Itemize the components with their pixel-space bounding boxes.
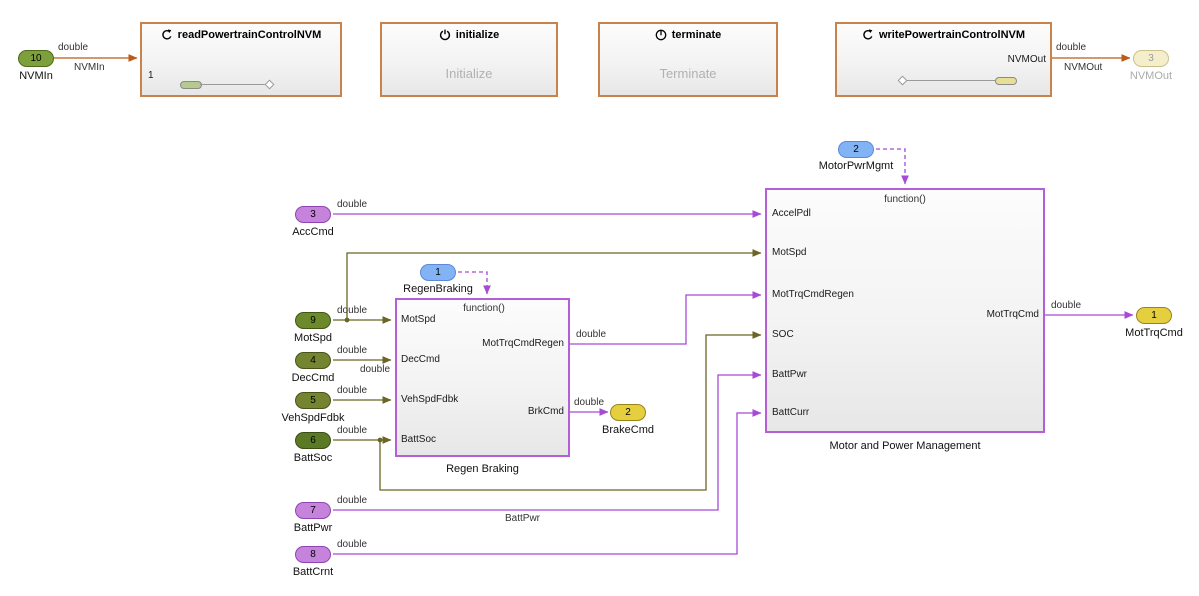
block-read-title: readPowertrainControlNVM — [177, 29, 322, 41]
regen-output-brkcmd: BrkCmd — [527, 406, 564, 417]
regen-input-battsoc: BattSoc — [401, 434, 437, 445]
motor-input-motspd: MotSpd — [772, 247, 807, 258]
inport-acccmd-number: 3 — [310, 209, 316, 220]
inport-battcrnt-label: BattCrnt — [292, 566, 334, 578]
nvmout-signal-label: NVMOut — [1064, 62, 1103, 73]
outport-brakecmd[interactable]: 2 — [610, 404, 646, 421]
block-initialize[interactable]: initialize Initialize — [380, 22, 558, 97]
power-icon — [439, 29, 451, 41]
regen-block-name: Regen Braking — [446, 463, 519, 475]
inport-battsoc-number: 6 — [310, 435, 316, 446]
block-regen-braking[interactable] — [395, 298, 570, 457]
motor-block-name: Motor and Power Management — [829, 440, 981, 452]
motor-output-mottrqcmd: MotTrqCmd — [986, 309, 1039, 320]
outport-nvmout-number: 3 — [1148, 53, 1154, 64]
slider-knob — [995, 77, 1017, 85]
battpwr-datatype-label: double — [337, 495, 368, 506]
inport-vehspdfdbk-number: 5 — [310, 395, 316, 406]
slider-track — [200, 84, 272, 85]
outport-mottrqcmd[interactable]: 1 — [1136, 307, 1172, 324]
branch-dot-motspd — [344, 317, 350, 323]
block-terminate-title: terminate — [671, 29, 722, 41]
inport-nvmin-label: NVMIn — [19, 70, 53, 82]
block-initialize-title: initialize — [455, 29, 500, 41]
block-write-title: writePowertrainControlNVM — [878, 29, 1026, 41]
branch-dot-battsoc — [377, 437, 383, 443]
battcrnt-datatype-label: double — [337, 539, 368, 550]
mottrqcmdregen-datatype-label: double — [576, 329, 607, 340]
block-terminate-body: Terminate — [659, 66, 717, 81]
vehspdfdbk-datatype-label: double — [337, 385, 368, 396]
regen-output-mottrqcmdregen: MotTrqCmdRegen — [482, 338, 564, 349]
nvmin-datatype-label: double — [58, 42, 89, 53]
battpwr-signal-label: BattPwr — [505, 513, 541, 524]
inport-deccmd-label: DecCmd — [291, 372, 335, 384]
outport-nvmout-label: NVMOut — [1129, 70, 1173, 82]
regen-input-vehspdfdbk: VehSpdFdbk — [401, 394, 459, 405]
slider-diamond — [264, 79, 275, 90]
block-initialize-body: Initialize — [445, 66, 493, 81]
inport-vehspdfdbk[interactable]: 5 — [295, 392, 331, 409]
inport-motspd-number: 9 — [310, 315, 316, 326]
brkcmd-datatype-label: double — [574, 397, 605, 408]
motor-input-mottrqcmdregen: MotTrqCmdRegen — [772, 289, 854, 300]
inport-battcrnt[interactable]: 8 — [295, 546, 331, 563]
slider-track — [907, 80, 997, 81]
mottrqcmd-datatype-label: double — [1051, 300, 1082, 311]
refresh-icon — [161, 29, 173, 41]
block-read-powertrain-nvm[interactable]: readPowertrainControlNVM 1 — [140, 22, 342, 97]
inport-battcrnt-number: 8 — [310, 549, 316, 560]
inport-vehspdfdbk-label: VehSpdFdbk — [281, 412, 345, 424]
inport-deccmd-number: 4 — [310, 355, 316, 366]
motspd-datatype-label: double — [337, 305, 368, 316]
inport-battsoc-label: BattSoc — [293, 452, 333, 464]
regen-input-motspd: MotSpd — [401, 314, 436, 325]
block-motor-power-management[interactable] — [765, 188, 1045, 433]
nvmout-datatype-label: double — [1056, 42, 1087, 53]
block-read-inport-label: 1 — [148, 70, 154, 81]
inport-acccmd[interactable]: 3 — [295, 206, 331, 223]
inport-regenbraking-label: RegenBraking — [403, 283, 473, 295]
inport-acccmd-label: AccCmd — [292, 226, 334, 238]
inport-deccmd[interactable]: 4 — [295, 352, 331, 369]
inport-regenbraking[interactable]: 1 — [420, 264, 456, 281]
regen-input-deccmd: DecCmd — [401, 354, 440, 365]
block-terminate[interactable]: terminate Terminate — [598, 22, 778, 97]
terminate-icon — [655, 29, 667, 41]
motor-input-accelpdl: AccelPdl — [772, 208, 811, 219]
deccmd-datatype-label-2: double — [360, 364, 391, 375]
block-write-outport-label: NVMOut — [1007, 54, 1046, 65]
nvmin-signal-label: NVMIn — [74, 62, 105, 73]
inport-battpwr-label: BattPwr — [293, 522, 333, 534]
outport-nvmout[interactable]: 3 — [1133, 50, 1169, 67]
inport-motspd-label: MotSpd — [294, 332, 332, 344]
acccmd-datatype-label: double — [337, 199, 368, 210]
inport-motorpwrmgmt-number: 2 — [853, 144, 859, 155]
outport-mottrqcmd-number: 1 — [1151, 310, 1157, 321]
slider-knob — [180, 81, 202, 89]
inport-regenbraking-number: 1 — [435, 267, 441, 278]
inport-nvmin[interactable]: 10 — [18, 50, 54, 67]
outport-brakecmd-number: 2 — [625, 407, 631, 418]
inport-battpwr[interactable]: 7 — [295, 502, 331, 519]
outport-mottrqcmd-label: MotTrqCmd — [1125, 327, 1183, 339]
refresh-icon — [862, 29, 874, 41]
motor-input-battpwr: BattPwr — [772, 369, 808, 380]
regen-function-label: function() — [463, 303, 505, 314]
inport-nvmin-number: 10 — [30, 53, 42, 64]
inport-battpwr-number: 7 — [310, 505, 316, 516]
motor-input-soc: SOC — [772, 329, 794, 340]
deccmd-datatype-label: double — [337, 345, 368, 356]
outport-brakecmd-label: BrakeCmd — [602, 424, 654, 436]
motor-function-label: function() — [884, 194, 926, 205]
inport-motspd[interactable]: 9 — [295, 312, 331, 329]
inport-motorpwrmgmt-label: MotorPwrMgmt — [818, 160, 894, 172]
inport-battsoc[interactable]: 6 — [295, 432, 331, 449]
block-write-powertrain-nvm[interactable]: writePowertrainControlNVM NVMOut — [835, 22, 1052, 97]
battsoc-datatype-label: double — [337, 425, 368, 436]
inport-motorpwrmgmt[interactable]: 2 — [838, 141, 874, 158]
slider-diamond — [897, 75, 908, 86]
motor-input-battcurr: BattCurr — [772, 407, 810, 418]
